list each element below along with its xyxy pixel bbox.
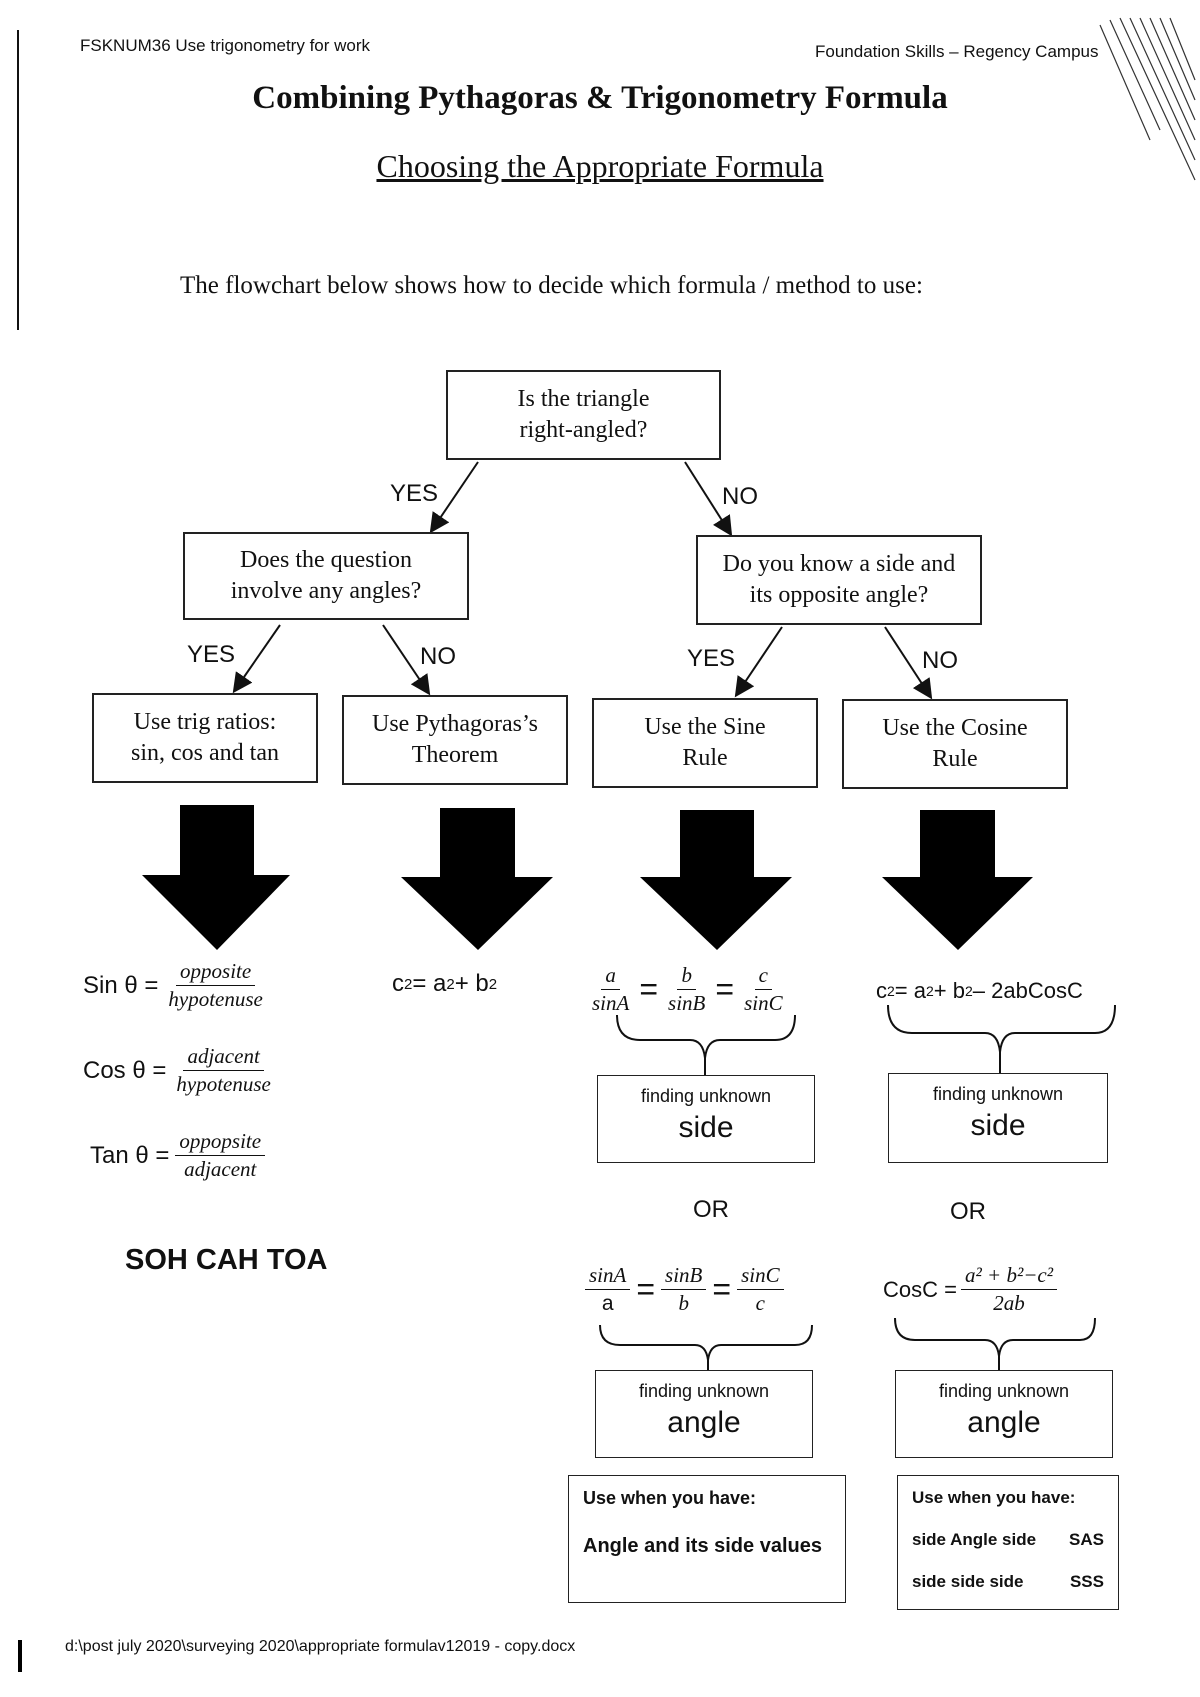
- label-no-q2: NO: [420, 643, 456, 670]
- decision-side-and-opposite-angle: Do you know a side and its opposite angl…: [696, 535, 982, 625]
- sine-use-case: Angle and its side values: [583, 1535, 822, 1557]
- brace-sine-side: [616, 1014, 796, 1059]
- page-title: Combining Pythagoras & Trigonometry Form…: [252, 80, 948, 116]
- sine-finding-angle-box: finding unknown angle: [595, 1370, 813, 1458]
- cosine-use-when-box: Use when you have: side Angle side SAS s…: [897, 1475, 1119, 1610]
- big-down-arrow-sine: [640, 810, 792, 950]
- sine-or-label: OR: [693, 1196, 729, 1223]
- result-pythagoras: Use Pythagoras’s Theorem: [342, 695, 568, 785]
- result-trig-ratios: Use trig ratios: sin, cos and tan: [92, 693, 318, 783]
- connector-q2-yes: [232, 624, 281, 694]
- intro-text: The flowchart below shows how to decide …: [180, 272, 923, 299]
- result-sine-rule: Use the Sine Rule: [592, 698, 818, 788]
- cosine-finding-angle-box: finding unknown angle: [895, 1370, 1113, 1458]
- page-subtitle: Choosing the Appropriate Formula: [376, 148, 824, 184]
- result-cosine-rule: Use the Cosine Rule: [842, 699, 1068, 789]
- connector-q3-yes: [734, 626, 783, 698]
- cosine-case-sas-text: side Angle side: [912, 1530, 1037, 1549]
- header-course-code: FSKNUM36 Use trigonometry for work: [80, 36, 371, 55]
- cosine-case-sss-code: SSS: [1069, 1572, 1104, 1591]
- label-no-q1: NO: [722, 483, 758, 510]
- cosine-or-label: OR: [950, 1198, 986, 1225]
- sine-use-when-heading: Use when you have:: [583, 1488, 757, 1508]
- connector-q1-yes: [429, 461, 479, 534]
- sine-use-when-box: Use when you have: Angle and its side va…: [568, 1475, 846, 1603]
- big-down-arrow-cosine: [882, 810, 1033, 950]
- label-yes-q2: YES: [187, 641, 236, 668]
- label-yes-q3: YES: [687, 645, 736, 672]
- corner-hatch-mark: [1099, 17, 1196, 181]
- soh-cah-toa: SOH CAH TOA: [125, 1244, 328, 1276]
- decision-right-angled: Is the triangle right-angled?: [446, 370, 721, 460]
- cosine-case-sas-code: SAS: [1069, 1530, 1104, 1549]
- label-yes-q1: YES: [390, 480, 439, 507]
- header-campus: Foundation Skills – Regency Campus: [815, 42, 1099, 61]
- big-down-arrow-trig: [142, 805, 290, 950]
- connector-q2-no: [382, 624, 431, 696]
- big-down-arrow-pythagoras: [401, 808, 553, 950]
- decision-involves-angles: Does the question involve any angles?: [183, 532, 469, 620]
- label-no-q3: NO: [922, 647, 958, 674]
- brace-sine-angle: [599, 1324, 813, 1361]
- connector-q3-no: [884, 626, 933, 700]
- cosine-use-when-heading: Use when you have:: [912, 1488, 1076, 1507]
- sine-finding-side-box: finding unknown side: [597, 1075, 815, 1163]
- cosine-finding-side-box: finding unknown side: [888, 1073, 1108, 1163]
- cosine-case-sss-text: side side side: [912, 1572, 1024, 1591]
- footer-file-path: d:\post july 2020\surveying 2020\appropr…: [65, 1638, 576, 1655]
- brace-cosine-side: [887, 1004, 1116, 1053]
- connector-q1-no: [684, 461, 733, 537]
- brace-cosine-angle: [894, 1317, 1096, 1357]
